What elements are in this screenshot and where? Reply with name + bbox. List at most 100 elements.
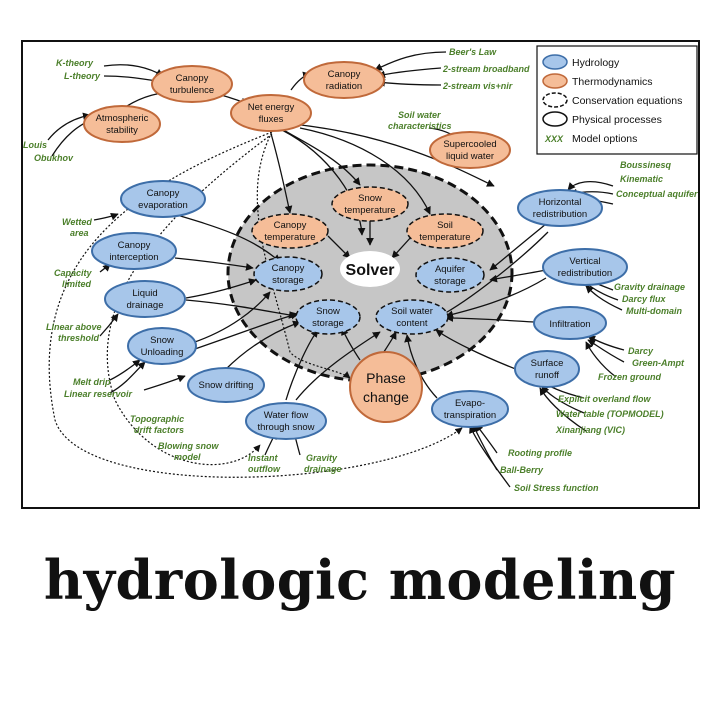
option-water-table-topmodel: Water table (TOPMODEL) (556, 409, 664, 419)
svg-text:Supercooled: Supercooled (443, 139, 496, 150)
legend-physical: Physical processes (572, 114, 662, 126)
node-vertical-redistribution: Vertical redistribution (542, 248, 628, 286)
option-explicit-overland-flow: Explicit overland flow (558, 394, 652, 404)
svg-text:redistribution: redistribution (533, 209, 587, 220)
option-gravity-drainage-1: Gravity (306, 453, 338, 463)
option-gravity-drainage-vertical: Gravity drainage (614, 282, 685, 292)
svg-text:stability: stability (106, 125, 138, 136)
option-darcy: Darcy (628, 346, 654, 356)
option-boussinesq: Boussinesq (620, 160, 672, 170)
option-obukhov: Obukhov (34, 153, 74, 163)
svg-text:Aquifer: Aquifer (435, 264, 465, 275)
option-soil-water-characteristics-2: characteristics (388, 121, 452, 131)
option-capacity-limited-1: Capacity (54, 268, 93, 278)
option-capacity-limited-2: limited (62, 279, 92, 289)
svg-text:Soil: Soil (437, 220, 453, 231)
option-green-ampt: Green-Ampt (632, 358, 685, 368)
svg-text:Canopy: Canopy (328, 69, 361, 80)
legend: Hydrology Thermodynamics Conservation eq… (536, 45, 698, 155)
option-instant-outflow-2: outflow (248, 464, 281, 474)
option-melt-drip: Melt drip (73, 377, 111, 387)
svg-text:Snow: Snow (150, 335, 174, 346)
option-linear-reservoir: Linear reservoir (64, 389, 133, 399)
svg-text:Canopy: Canopy (118, 240, 151, 251)
svg-text:storage: storage (312, 318, 344, 329)
node-soil-temperature: Soil temperature (406, 213, 484, 249)
svg-text:runoff: runoff (535, 370, 559, 381)
option-soil-stress-function: Soil Stress function (514, 483, 599, 493)
option-linear-above-threshold-2: threshold (58, 333, 100, 343)
svg-text:storage: storage (272, 275, 304, 286)
node-supercooled-liquid-water: Supercooled liquid water (429, 131, 511, 169)
option-soil-water-characteristics-1: Soil water (398, 110, 441, 120)
option-multi-domain: Multi-domain (626, 306, 682, 316)
option-l-theory: L-theory (64, 71, 101, 81)
node-water-flow-through-snow: Water flow through snow (245, 402, 327, 440)
option-2-stream-broadband: 2-stream broadband (442, 64, 530, 74)
node-horizontal-redistribution: Horizontal redistribution (517, 189, 603, 227)
svg-text:Canopy: Canopy (272, 263, 305, 274)
option-k-theory: K-theory (56, 58, 94, 68)
svg-text:through snow: through snow (257, 422, 314, 433)
svg-text:interception: interception (109, 252, 158, 263)
svg-text:temperature: temperature (264, 232, 315, 243)
node-surface-runoff: Surface runoff (514, 350, 580, 388)
svg-text:drainage: drainage (127, 300, 164, 311)
option-louis: Louis (23, 140, 47, 150)
node-soil-water-content: Soil water content (375, 299, 449, 335)
option-wetted-area-1: Wetted (62, 217, 92, 227)
node-aquifer-storage: Aquifer storage (415, 257, 485, 293)
svg-text:radiation: radiation (326, 81, 362, 92)
svg-text:Infiltration: Infiltration (549, 319, 590, 330)
svg-text:Canopy: Canopy (147, 188, 180, 199)
page-caption: hydrologic modeling (43, 548, 677, 612)
option-wetted-area-2: area (70, 228, 89, 238)
option-gravity-drainage-2: drainage (304, 464, 342, 474)
option-topographic-drift-factors-1: Topographic (130, 414, 184, 424)
svg-text:Canopy: Canopy (274, 220, 307, 231)
node-canopy-turbulence: Canopy turbulence (151, 65, 233, 103)
option-2-stream-visnir: 2-stream vis+nir (442, 81, 513, 91)
node-infiltration: Infiltration (533, 306, 607, 340)
option-kinematic: Kinematic (620, 174, 663, 184)
node-snow-temperature: Snow temperature (331, 186, 409, 222)
node-canopy-radiation: Canopy radiation (303, 61, 385, 99)
svg-text:temperature: temperature (344, 205, 395, 216)
option-topographic-drift-factors-2: drift factors (134, 425, 184, 435)
svg-text:fluxes: fluxes (259, 114, 284, 125)
node-snow-drifting: Snow drifting (187, 367, 265, 403)
diagram-frame (21, 40, 700, 509)
svg-text:Surface: Surface (531, 358, 564, 369)
svg-text:Phase: Phase (366, 370, 406, 386)
svg-text:Net energy: Net energy (248, 102, 295, 113)
svg-text:Vertical: Vertical (569, 256, 600, 267)
svg-text:change: change (363, 389, 409, 405)
legend-options-symbol: XXX (544, 134, 564, 144)
svg-text:temperature: temperature (419, 232, 470, 243)
svg-text:content: content (396, 318, 428, 329)
node-liquid-drainage: Liquid drainage (104, 280, 186, 318)
model-options: K-theory L-theory Louis Obukhov Beer's L… (23, 47, 698, 493)
node-canopy-temperature: Canopy temperature (251, 213, 329, 249)
svg-text:turbulence: turbulence (170, 85, 214, 96)
svg-text:Solver: Solver (346, 262, 395, 279)
node-evapotranspiration: Evapo- transpiration (431, 390, 509, 428)
node-canopy-interception: Canopy interception (91, 232, 177, 270)
option-xinanjiang-vic: Xinanjiang (VIC) (555, 425, 625, 435)
option-ball-berry: Ball-Berry (500, 465, 544, 475)
node-net-energy-fluxes: Net energy fluxes (230, 94, 312, 132)
svg-text:Snow: Snow (316, 306, 340, 317)
svg-text:transpiration: transpiration (444, 410, 496, 421)
node-solver: Solver (340, 251, 400, 287)
svg-text:Unloading: Unloading (141, 347, 184, 358)
legend-conservation: Conservation equations (572, 95, 682, 107)
option-darcy-flux: Darcy flux (622, 294, 667, 304)
svg-text:Evapo-: Evapo- (455, 398, 485, 409)
svg-text:Snow: Snow (358, 193, 382, 204)
svg-text:evaporation: evaporation (138, 200, 188, 211)
node-canopy-storage: Canopy storage (253, 256, 323, 292)
option-frozen-ground: Frozen ground (598, 372, 661, 382)
svg-text:Horizontal: Horizontal (539, 197, 582, 208)
node-atmospheric-stability: Atmospheric stability (83, 105, 161, 143)
